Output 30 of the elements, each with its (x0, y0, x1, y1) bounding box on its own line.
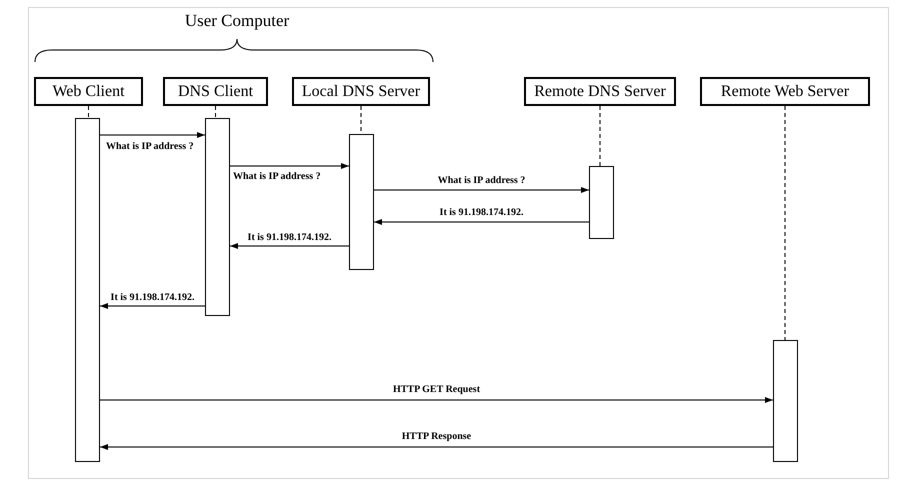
activation-bar (349, 134, 374, 270)
message-arrow (100, 397, 774, 403)
activation-bar (589, 166, 614, 239)
lifeline (215, 106, 216, 118)
message-label: It is 91.198.174.192. (440, 207, 524, 219)
participant-box: Remote DNS Server (524, 77, 676, 106)
message-arrow (100, 303, 206, 309)
message-arrow (100, 132, 206, 138)
message-arrow (230, 243, 350, 249)
lifeline (784, 106, 786, 340)
message-arrow (374, 219, 590, 225)
message-label: HTTP Response (402, 431, 472, 443)
lifeline (88, 106, 89, 118)
participant-box: Web Client (34, 77, 143, 106)
message-arrow (374, 187, 590, 193)
message-label: It is 91.198.174.192. (248, 232, 332, 244)
activation-bar (75, 118, 100, 462)
brace-label: User Computer (184, 11, 290, 31)
activation-bar (773, 340, 798, 462)
message-arrow (230, 163, 350, 169)
message-label: What is IP address ? (438, 175, 526, 187)
participant-box: Remote Web Server (700, 77, 870, 106)
message-arrow (100, 444, 774, 450)
participant-box: Local DNS Server (292, 77, 430, 106)
message-label: HTTP GET Request (392, 384, 480, 396)
message-label: What is IP address ? (233, 171, 321, 183)
participant-box: DNS Client (163, 77, 268, 106)
message-label: What is IP address ? (106, 141, 194, 153)
message-label: It is 91.198.174.192. (110, 292, 194, 304)
activation-bar (205, 118, 230, 316)
